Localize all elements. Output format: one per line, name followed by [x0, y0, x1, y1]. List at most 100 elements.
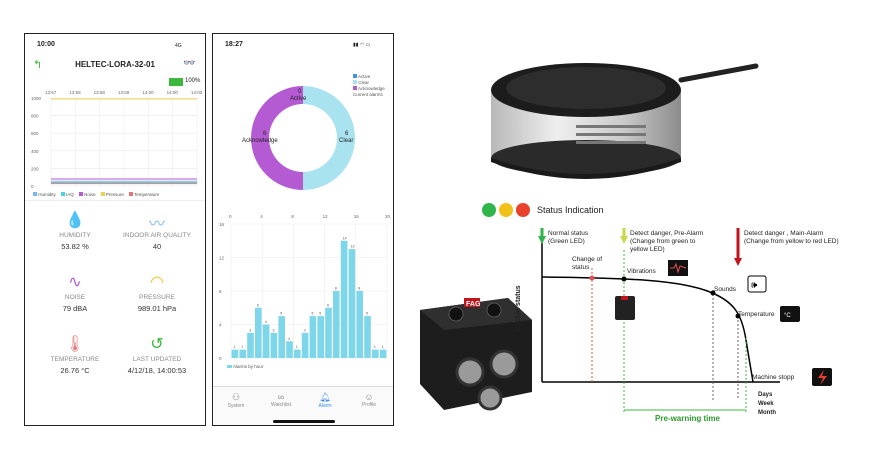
donut-legend: Active Clear Acknowledge Current alarms — [353, 74, 385, 98]
x-tick-label: 0 — [229, 214, 232, 219]
tile-label: NOISE — [64, 294, 86, 301]
y-tick-label: 800 — [31, 114, 39, 119]
tab-watchlist[interactable]: ∞Watchlist — [261, 392, 301, 408]
legend-caption: Current alarms — [353, 92, 383, 97]
tile-value: 4/12/18, 14:00:53 — [127, 366, 187, 375]
y-tick-label: 600 — [31, 131, 39, 136]
bar-value-label: 1 — [241, 345, 243, 349]
legend-active: Active — [353, 74, 385, 80]
x-tick-label: 14:00 — [167, 90, 179, 95]
bar-value-label: 5 — [280, 312, 282, 316]
svg-text:°C: °C — [784, 313, 791, 319]
days-label: Days — [758, 392, 773, 398]
main-alarm-label: Detect danger , Main-Alarm (Change from … — [744, 230, 839, 245]
tile-value: 53.82 % — [61, 242, 89, 251]
phone-alarms: 18:27 ▮▮ ◠ ▭ 0 Active 6 Acknowledge 6 Cl… — [212, 33, 394, 426]
y-axis-label: Machin status — [515, 285, 522, 332]
bar-value-label: 3 — [249, 328, 251, 332]
sensor-tile: 💧 HUMIDITY 53.82 % — [39, 210, 111, 251]
bar-value-label: 1 — [234, 345, 236, 349]
bar — [348, 249, 356, 358]
bar-value-label: 14 — [343, 236, 347, 240]
status-time: 18:27 — [225, 41, 243, 48]
y-tick-label: 400 — [31, 149, 39, 154]
donut-ack-label: Acknowledge — [242, 138, 278, 144]
phone-dashboard: 10:00 4G ↰ HELTEC-LORA-32-01 👓 100% 1000… — [24, 33, 206, 426]
glasses-icon[interactable]: 👓 — [183, 58, 196, 69]
page-title: HELTEC-LORA-32-01 — [75, 60, 155, 69]
tile-label: INDOOR AIR QUALITY — [123, 232, 191, 239]
bar — [333, 291, 340, 358]
y-tick-label: 1000 — [31, 96, 42, 101]
bar-legend: Alarms by hour — [227, 364, 263, 369]
y-tick-label: 12 — [219, 256, 225, 261]
tile-label: PRESSURE — [139, 294, 175, 301]
pre-warning-label: Pre-warning time — [655, 414, 720, 423]
legend-item: Humidity — [33, 192, 56, 197]
machine-stop-label: Machine stopp — [752, 374, 795, 381]
status-led-yellow — [499, 203, 513, 217]
tab-bar: ⚇System ∞Watchlist 🔔︎Alarm ☺Profile — [213, 386, 393, 425]
bar-value-label: 1 — [296, 345, 298, 349]
bar-value-label: 3 — [273, 328, 275, 332]
glasses-icon: ∞ — [277, 392, 285, 402]
x-tick-label: 13:58 — [94, 90, 106, 95]
thermometer-icon: 🌡 — [64, 336, 86, 353]
bar-value-label: 2 — [288, 337, 290, 341]
bar — [294, 349, 301, 358]
bar-value-label: 5 — [319, 312, 321, 316]
back-arrow-icon[interactable]: ↰ — [33, 59, 43, 71]
bar-value-label: 8 — [335, 287, 337, 291]
legend-acknowledge: Acknowledge — [353, 86, 385, 92]
system-icon: ⚇ — [231, 392, 241, 402]
round-sensor-device — [491, 63, 759, 179]
y-tick-label: 200 — [31, 166, 39, 171]
week-label: Week — [758, 401, 774, 407]
tile-label: HUMIDITY — [59, 232, 91, 239]
bar — [340, 240, 348, 358]
tab-profile[interactable]: ☺Profile — [349, 392, 389, 408]
tile-label: LAST UPDATED — [132, 356, 182, 363]
x-tick-label: 8 — [291, 214, 294, 219]
sensor-brand: FAG — [466, 301, 481, 308]
temperature-label: Temperature — [738, 311, 775, 318]
gauge-icon: ◠ — [150, 274, 164, 291]
x-tick-label: 13:58 — [69, 90, 81, 95]
bar — [325, 307, 332, 358]
bar-value-label: 4 — [265, 320, 267, 324]
signal-wifi-battery-icon: ▮▮ ◠ ▭ — [353, 42, 371, 48]
x-tick-label: 13:57 — [45, 90, 57, 95]
sensor-tile: ↺ LAST UPDATED 4/12/18, 14:00:53 — [121, 334, 193, 375]
tile-value: 79 dBA — [62, 304, 88, 313]
donut-active-label: Active — [290, 96, 307, 102]
y-tick-label: 4 — [219, 323, 222, 328]
bar — [255, 307, 262, 358]
alarm-donut-chart — [251, 86, 355, 190]
donut-clear-count: 6 — [345, 131, 349, 137]
tile-label: TEMPERATURE — [50, 356, 100, 363]
change-of-status-label: Change of status — [572, 256, 602, 271]
water-drops-icon: 💧 — [65, 212, 85, 229]
y-tick-label: 0 — [31, 184, 34, 189]
x-tick-label: 14:03 — [191, 90, 203, 95]
bar-value-label: 13 — [351, 245, 355, 249]
x-tick-label: 12 — [323, 214, 329, 219]
y-tick-label: 16 — [219, 222, 225, 227]
vibrations-label: Vibrations — [627, 268, 656, 275]
donut-active-count: 0 — [298, 89, 302, 95]
donut-ack-count: 6 — [263, 131, 267, 137]
chart-legend: Humidity IAQ Noise Pressure Temperature — [33, 192, 203, 197]
y-tick-label: 8 — [219, 289, 222, 294]
month-label: Month — [758, 410, 776, 416]
bar — [270, 332, 278, 358]
history-icon: ↺ — [150, 336, 164, 353]
sound-wave-icon: ∿ — [68, 274, 82, 291]
tab-system[interactable]: ⚇System — [216, 392, 256, 409]
bar — [309, 316, 317, 358]
tab-alarm[interactable]: 🔔︎Alarm — [305, 392, 345, 409]
x-tick-label: 20 — [385, 214, 391, 219]
